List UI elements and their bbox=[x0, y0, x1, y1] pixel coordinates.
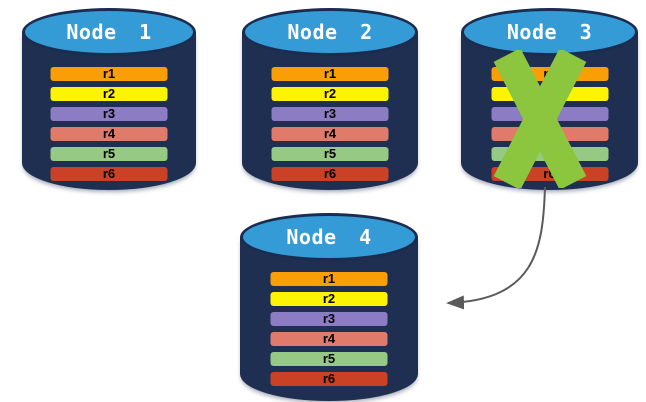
record-bar-r2: r2 bbox=[270, 292, 388, 306]
record-bar-r5: r5 bbox=[270, 352, 388, 366]
record-bar-r5: r5 bbox=[50, 147, 168, 161]
record-bar-r6: r6 bbox=[270, 372, 388, 386]
node-label: Node 4 bbox=[286, 225, 372, 249]
failure-x-icon bbox=[493, 50, 587, 188]
record-bar-r4: r4 bbox=[271, 127, 389, 141]
record-bar-r6: r6 bbox=[50, 167, 168, 181]
record-bar-r4: r4 bbox=[50, 127, 168, 141]
record-bar-r4: r4 bbox=[270, 332, 388, 346]
record-list: r1 r2 r3 r4 r5 r6 bbox=[50, 67, 168, 187]
cylinder-top: Node 4 bbox=[240, 213, 418, 261]
node-cylinder-1: Node 1 r1 r2 r3 r4 r5 r6 bbox=[22, 8, 196, 190]
record-bar-r6: r6 bbox=[271, 167, 389, 181]
record-bar-r3: r3 bbox=[50, 107, 168, 121]
cylinder-top: Node 3 bbox=[461, 8, 638, 56]
record-bar-r3: r3 bbox=[271, 107, 389, 121]
record-bar-r1: r1 bbox=[50, 67, 168, 81]
record-list: r1 r2 r3 r4 r5 r6 bbox=[270, 272, 388, 392]
record-bar-r2: r2 bbox=[50, 87, 168, 101]
record-bar-r3: r3 bbox=[270, 312, 388, 326]
node-cylinder-2: Node 2 r1 r2 r3 r4 r5 r6 bbox=[242, 8, 418, 190]
record-bar-r5: r5 bbox=[271, 147, 389, 161]
record-bar-r1: r1 bbox=[270, 272, 388, 286]
node-label: Node 1 bbox=[66, 20, 152, 44]
record-list: r1 r2 r3 r4 r5 r6 bbox=[271, 67, 389, 187]
node-cylinder-4: Node 4 r1 r2 r3 r4 r5 r6 bbox=[240, 213, 418, 401]
cylinder-top: Node 2 bbox=[242, 8, 418, 56]
record-bar-r2: r2 bbox=[271, 87, 389, 101]
record-bar-r1: r1 bbox=[271, 67, 389, 81]
node-label: Node 3 bbox=[506, 20, 593, 44]
cylinder-top: Node 1 bbox=[22, 8, 196, 56]
node-label: Node 2 bbox=[287, 20, 373, 44]
